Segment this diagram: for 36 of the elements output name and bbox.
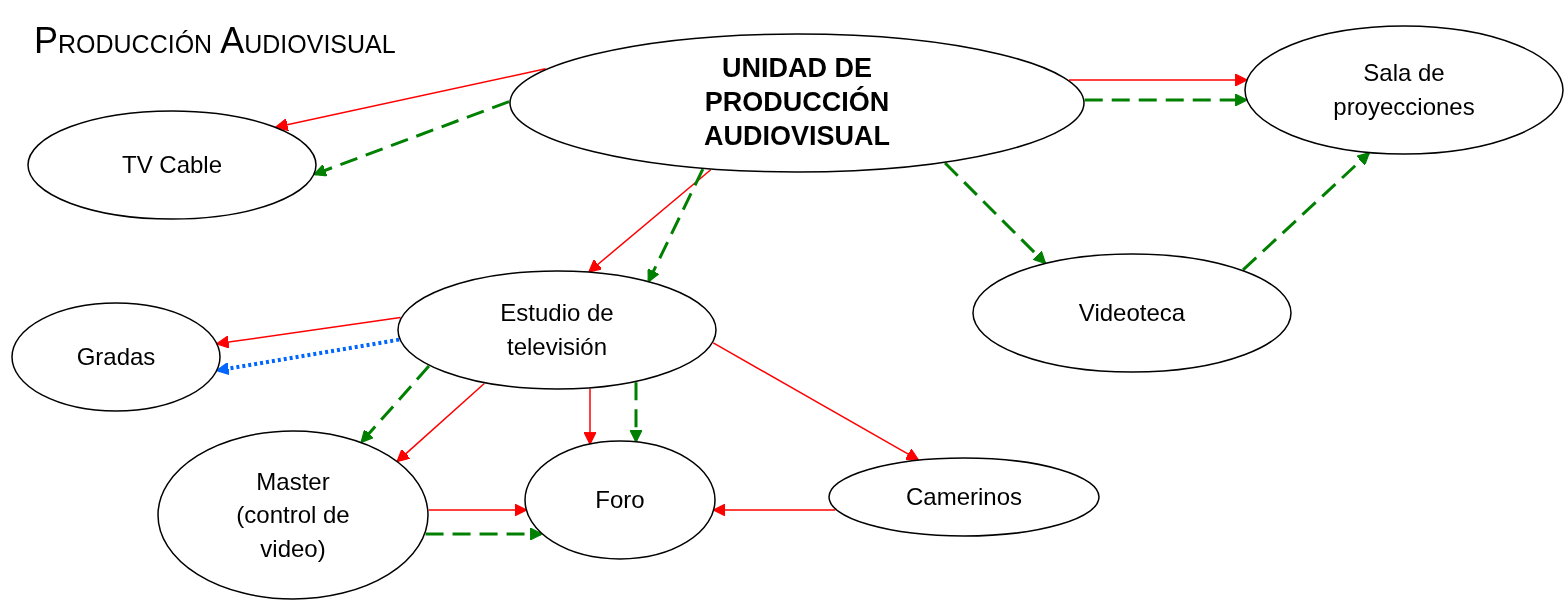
node-label: TV Cable [121,150,222,181]
arrow [275,68,547,132]
ellipse-node [828,457,1100,537]
arrow [216,337,400,376]
ellipse-node [1244,25,1564,155]
node-label: Estudio de televisión [499,298,615,362]
node-label: UNIDAD DE PRODUCCIÓN AUDIOVISUAL [703,52,891,153]
ellipse-node [157,430,429,600]
ellipse-node [524,440,716,560]
arrow [216,316,402,349]
arrow [943,161,1047,265]
diagram-title: Producción Audiovisual [34,20,396,62]
arrow [1068,73,1248,87]
ellipse-node [27,110,317,220]
arrow [712,342,920,461]
arrow [360,364,431,444]
ellipse-node [509,33,1085,173]
arrow [647,168,705,283]
arrow [583,387,597,445]
ellipse-node [397,270,717,390]
arrow [313,100,510,177]
arrow [1084,93,1248,107]
arrow [588,169,712,273]
node-label: Gradas [76,342,156,373]
node-label: Master (control de video) [235,466,351,564]
node-label: Camerinos [905,482,1022,513]
node-label: Foro [595,485,645,516]
arrow [396,382,486,463]
ellipse-node [11,302,221,412]
arrow [1242,151,1370,271]
arrow [425,527,543,541]
node-label: Videoteca [1078,298,1186,329]
ellipse-node [972,253,1292,373]
arrow [629,382,643,443]
node-label: Sala de proyecciones [1332,58,1476,122]
arrow [428,503,528,517]
